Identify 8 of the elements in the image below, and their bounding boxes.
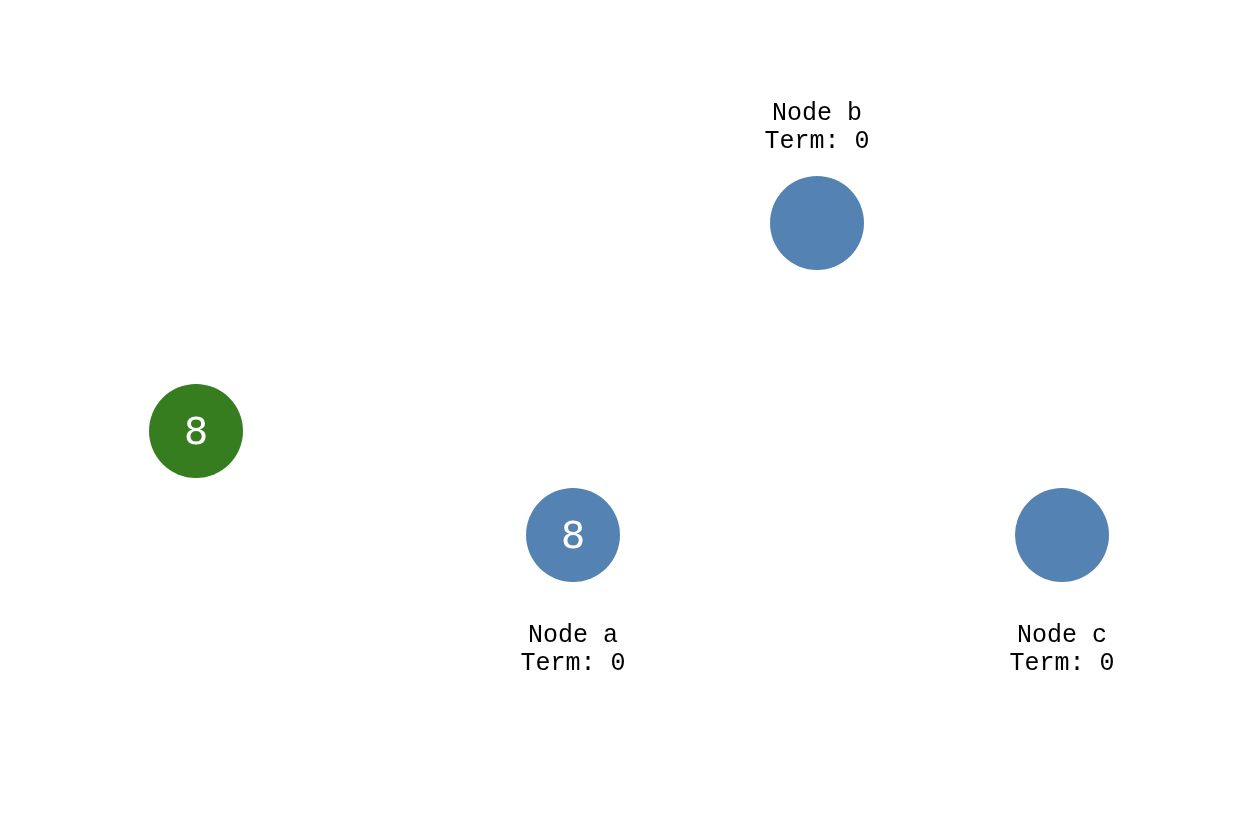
node-label: Term: 0 (520, 650, 626, 678)
node-number: 8 (183, 412, 209, 450)
node-label: Term: 0 (1009, 650, 1115, 678)
node-number: 8 (560, 516, 586, 554)
node-label: Node b (772, 100, 862, 128)
node-label: Node a (528, 622, 618, 650)
node-label: Term: 0 (764, 128, 870, 156)
node-label: Node c (1017, 622, 1107, 650)
